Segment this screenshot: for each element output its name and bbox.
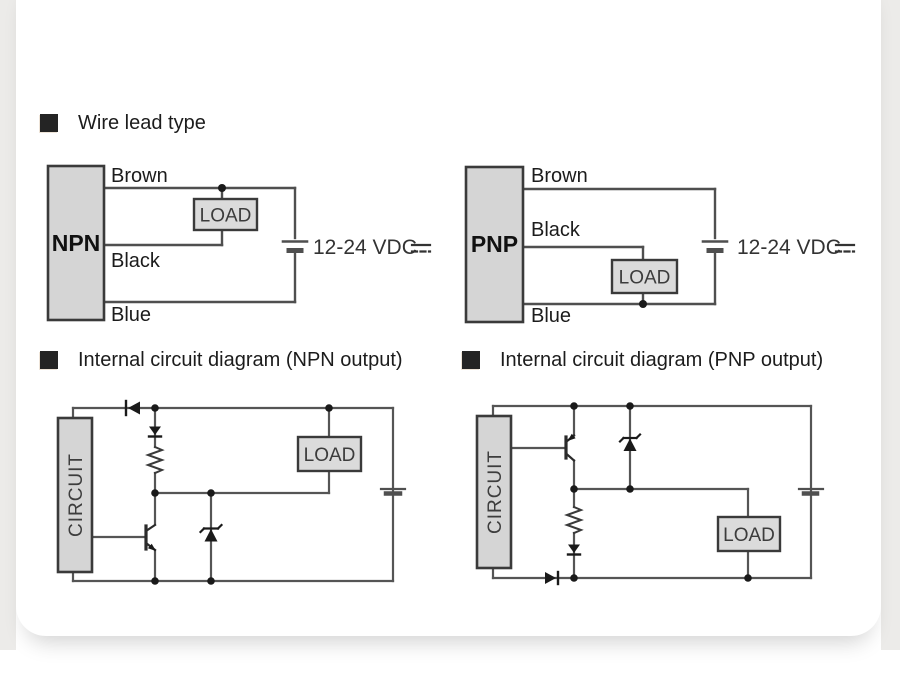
section-wire-lead-type: Wire lead type	[40, 113, 206, 133]
section-title-label: Internal circuit diagram (NPN output)	[78, 349, 403, 371]
pnp-internal-wires	[491, 404, 813, 580]
load-label: LOAD	[304, 445, 356, 466]
supply-voltage-label: 12-24 VDC	[737, 236, 841, 259]
circuit-block-label: CIRCUIT	[66, 453, 87, 537]
load-label: LOAD	[200, 206, 252, 227]
pnp-device-label: PNP	[471, 231, 518, 257]
dc-symbol-icon	[410, 243, 432, 253]
pnp-wire-diagram: PNP LOAD Brown Black Blue 12-24 VDC	[464, 165, 856, 327]
circuit-block-box	[475, 414, 513, 570]
battery-icon	[281, 240, 309, 253]
wire-label-black: Black	[531, 219, 581, 241]
zener-diode-icon	[618, 432, 642, 451]
load-box	[296, 435, 363, 473]
wire-label-blue: Blue	[111, 304, 151, 326]
npn-transistor-icon	[144, 523, 157, 552]
battery-icon	[379, 487, 407, 496]
junction-dots	[570, 402, 752, 582]
pnp-internal-circuit: CIRCUIT LOAD	[475, 402, 825, 586]
section-title-label: Internal circuit diagram (PNP output)	[500, 349, 824, 371]
resistor-icon	[145, 445, 165, 475]
wire-label-blue: Blue	[531, 305, 571, 327]
wire-label-black: Black	[111, 250, 161, 272]
npn-device-box	[46, 164, 106, 322]
wire-label-brown: Brown	[111, 165, 168, 187]
square-bullet-icon	[40, 351, 58, 369]
junction-dot	[218, 184, 226, 192]
load-box	[716, 515, 782, 553]
junction-dot	[639, 300, 647, 308]
load-label: LOAD	[723, 525, 775, 546]
pnp-transistor-icon	[564, 433, 576, 463]
load-box	[610, 258, 679, 295]
npn-internal-wires	[71, 406, 395, 583]
section-internal-npn: Internal circuit diagram (NPN output)	[40, 350, 403, 370]
junction-dots	[151, 404, 333, 585]
diode-down-icon	[147, 426, 163, 438]
zener-diode-icon	[198, 523, 224, 542]
circuit-block-label: CIRCUIT	[485, 450, 506, 534]
npn-device-label: NPN	[52, 230, 101, 256]
load-label: LOAD	[619, 268, 671, 289]
page-right-margin	[881, 0, 900, 650]
diode-left-icon	[124, 399, 140, 417]
load-box	[192, 197, 259, 232]
wire-label-brown: Brown	[531, 165, 588, 187]
npn-internal-circuit: CIRCUIT LOAD	[56, 399, 407, 585]
resistor-icon	[564, 505, 584, 535]
section-title-label: Wire lead type	[78, 112, 206, 134]
supply-voltage-label: 12-24 VDC	[313, 236, 417, 259]
pnp-wires	[521, 187, 717, 306]
battery-icon	[701, 240, 729, 253]
battery-icon	[797, 487, 825, 496]
page-left-margin	[0, 0, 16, 650]
pnp-device-box	[464, 165, 525, 324]
diode-right-icon	[545, 570, 560, 586]
circuit-block-box	[56, 416, 94, 574]
dc-symbol-icon	[834, 243, 856, 253]
square-bullet-icon	[40, 114, 58, 132]
npn-wire-diagram: NPN LOAD Brown Black Blue 12-24 VDC	[46, 164, 432, 326]
diode-down-icon	[566, 544, 582, 556]
section-internal-pnp: Internal circuit diagram (PNP output)	[462, 350, 823, 370]
square-bullet-icon	[462, 351, 480, 369]
